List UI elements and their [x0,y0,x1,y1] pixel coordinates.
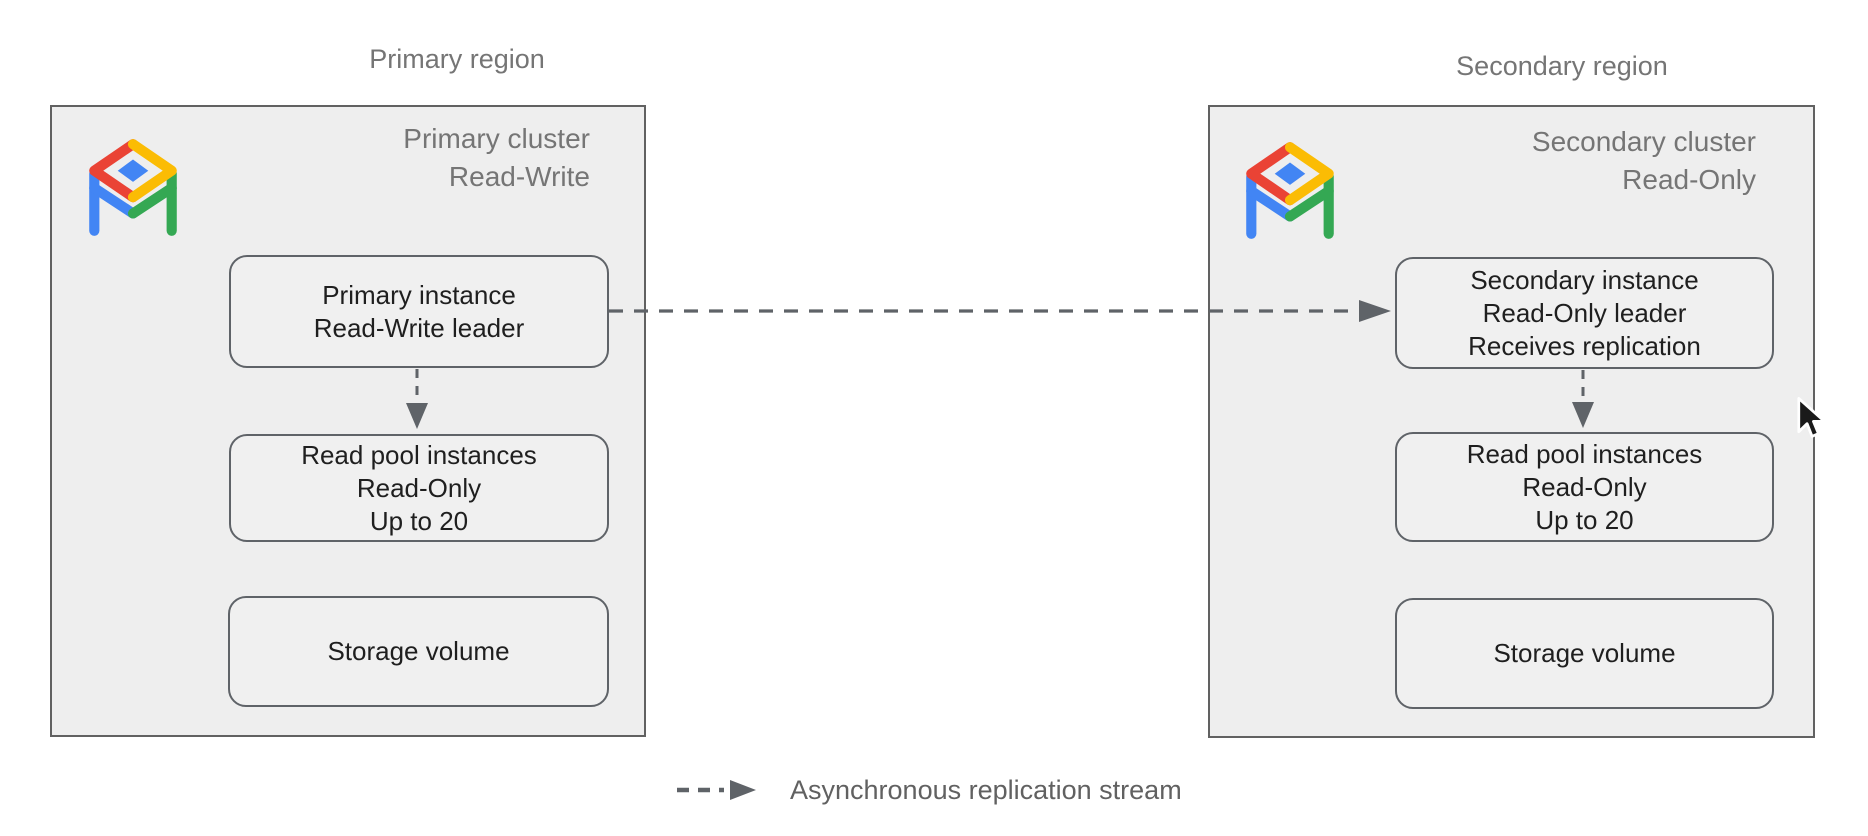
secondary-region-label: Secondary region [1456,51,1668,81]
alloydb-logo [89,139,177,236]
node-text-line: Read-Write leader [313,312,525,343]
node-text-line: Up to 20 [1535,504,1634,535]
alloydb-logo [1246,142,1334,239]
node-text-line: Storage volume [327,636,510,666]
node-text-line: Read pool instances [1466,438,1703,469]
legend-label: Asynchronous replication stream [790,774,1182,805]
secondary-read-pool-node: Read pool instances Read-Only Up to 20 [1395,432,1774,542]
primary-region-label: Primary region [369,44,545,74]
primary-cluster-box: Primary cluster Read-Write Primary insta… [50,105,646,737]
secondary-cluster-box: Secondary cluster Read-Only Secondary in… [1208,105,1815,738]
primary-read-pool-node: Read pool instances Read-Only Up to 20 [229,434,609,542]
node-text-line: Read pool instances [301,439,537,470]
primary-cluster-title: Primary cluster Read-Write [403,120,590,196]
node-text-line: Secondary instance [1470,264,1699,295]
primary-instance-node: Primary instance Read-Write leader [229,255,609,368]
primary-cluster-title-line2: Read-Write [448,161,590,192]
node-text-line: Read-Only leader [1482,297,1687,328]
node-text-line: Receives replication [1468,330,1701,361]
primary-cluster-title-line1: Primary cluster [403,123,590,154]
dashed-arrow-icon [677,780,756,800]
primary-storage-node: Storage volume [228,596,609,707]
legend: Asynchronous replication stream [672,768,1182,812]
secondary-cluster-title: Secondary cluster Read-Only [1532,123,1756,199]
node-text-line: Primary instance [322,279,516,310]
secondary-cluster-title-line2: Read-Only [1622,164,1756,195]
node-text-line: Up to 20 [369,505,469,536]
mouse-cursor-icon [1797,397,1826,438]
secondary-cluster-title-line1: Secondary cluster [1531,126,1756,157]
secondary-instance-node: Secondary instance Read-Only leader Rece… [1395,257,1774,369]
node-text-line: Read-Only [356,472,482,503]
node-text-line: Storage volume [1493,638,1676,668]
node-text-line: Read-Only [1522,471,1647,502]
secondary-storage-node: Storage volume [1395,598,1774,709]
